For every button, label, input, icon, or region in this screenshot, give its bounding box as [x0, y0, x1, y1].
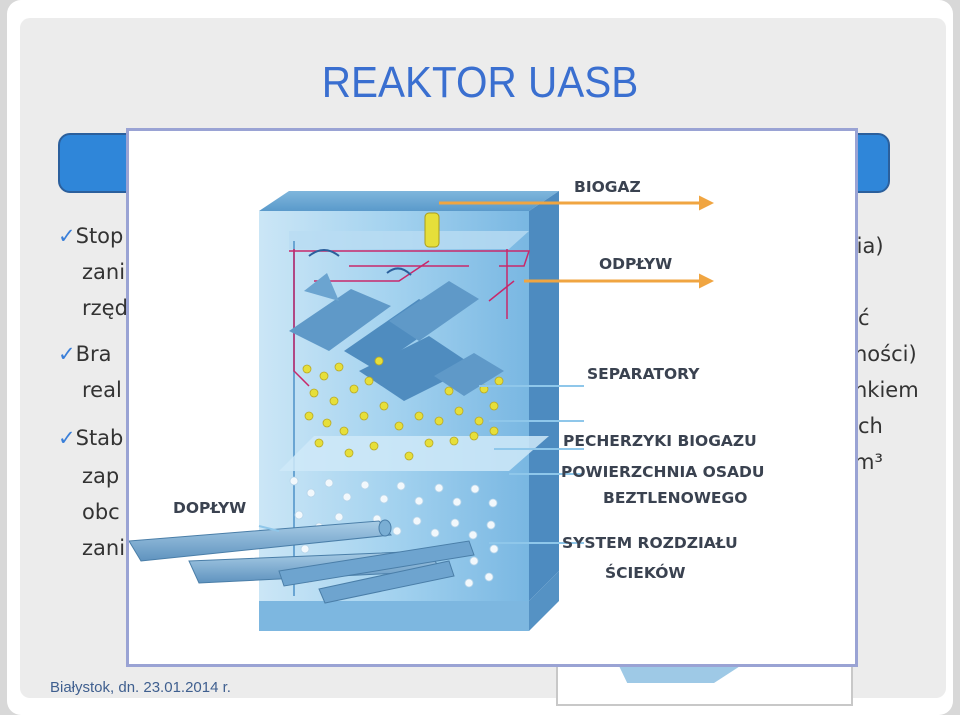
bullet-line: ✓Bra	[58, 336, 112, 372]
checkmark-icon: ✓	[58, 342, 76, 366]
bullet-fragment: nkiem	[854, 378, 919, 402]
bullet-fragment: Stop	[75, 224, 124, 248]
label-system-line2: ŚCIEKÓW	[605, 563, 685, 582]
label-system-line1: SYSTEM ROZDZIAŁU	[562, 534, 738, 552]
separator-plates	[289, 273, 504, 401]
bullet-fragment: ności)	[854, 342, 917, 366]
biogas-bubbles	[302, 356, 504, 461]
tank-right-side	[529, 191, 559, 601]
bullet-fragment: zani	[82, 536, 126, 560]
label-powierzchnia-line2: BEZTLENOWEGO	[603, 489, 747, 507]
bullet-fragment: zani	[82, 260, 126, 284]
bullet-fragment: obc	[82, 500, 120, 524]
sludge-surface	[279, 436, 549, 471]
label-pointer-lines	[258, 385, 584, 544]
bullet-fragment: ć	[858, 306, 870, 330]
biogas-pipe	[424, 212, 440, 248]
bullet-fragment: m³	[854, 450, 883, 474]
uasb-diagram: BIOGAZ ODPŁYW SEPARATORY PECHERZYKI BIOG…	[126, 128, 858, 667]
bullet-fragment: real	[82, 378, 122, 402]
label-separatory: SEPARATORY	[587, 365, 700, 383]
checkmark-icon: ✓	[58, 426, 76, 450]
bullet-line: ✓Stop	[58, 218, 123, 254]
label-doplyw: DOPŁYW	[173, 499, 246, 517]
bullet-fragment: rzęd	[82, 296, 128, 320]
bullet-line: ✓Stab	[58, 420, 123, 456]
bullet-fragment: zap	[82, 464, 120, 488]
inner-wall	[289, 231, 529, 249]
slide-title: REAKTOR UASB	[321, 58, 639, 107]
inlet-pipes	[129, 519, 475, 604]
tank-base	[259, 601, 529, 631]
bullet-fragment: Stab	[75, 426, 124, 450]
bullet-fragment: Bra	[75, 342, 112, 366]
slide-footer: Białystok, dn. 23.01.2014 r.	[50, 679, 231, 696]
label-biogaz: BIOGAZ	[574, 178, 641, 196]
label-pecherzyki: PECHERZYKI BIOGAZU	[563, 432, 757, 450]
flow-swirls	[308, 249, 412, 276]
uasb-diagram-svg: BIOGAZ ODPŁYW SEPARATORY PECHERZYKI BIOG…	[129, 178, 764, 631]
bullet-fragment: ch	[858, 414, 883, 438]
tank-top-rim	[259, 191, 559, 211]
checkmark-icon: ✓	[58, 224, 76, 248]
label-odplyw: ODPŁYW	[599, 255, 672, 273]
separator-lines	[289, 249, 531, 387]
label-powierzchnia-line1: POWIERZCHNIA OSADU	[561, 463, 764, 481]
